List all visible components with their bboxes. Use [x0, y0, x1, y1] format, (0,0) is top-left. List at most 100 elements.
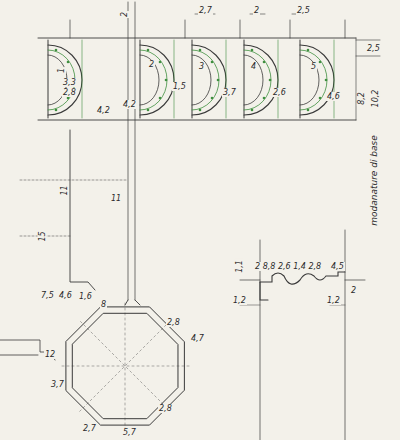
dimension-label: 11	[110, 194, 122, 203]
dimension-label: 4,7	[190, 334, 205, 343]
sketch-stroke	[70, 130, 95, 290]
sketch-stroke	[67, 61, 70, 64]
dimension-label: 1,1	[235, 259, 244, 274]
dimension-label: 3,3	[62, 78, 77, 87]
sketch-stroke	[240, 230, 365, 440]
dimension-label: 5	[310, 62, 317, 71]
dimension-label: 4	[250, 62, 257, 71]
dimension-label: 2,5	[366, 44, 381, 53]
sketch-stroke	[38, 38, 356, 120]
dimension-label: 4,6	[58, 291, 73, 300]
sketch-stroke	[174, 40, 175, 118]
sketch-stroke	[140, 40, 141, 118]
dimension-label: 15	[38, 230, 47, 242]
sketch-stroke	[159, 97, 162, 100]
dimension-label: 2,7	[198, 6, 213, 15]
sketch-stroke	[307, 109, 310, 112]
sketch-stroke	[48, 40, 49, 118]
profile-frame	[38, 2, 380, 300]
dimension-label: 3	[198, 62, 205, 71]
dimension-label: 2	[120, 11, 129, 18]
dimension-label: 2	[253, 6, 260, 15]
sketch-stroke	[192, 45, 226, 115]
sketch-stroke	[80, 321, 171, 412]
dimension-label: 2,5	[296, 6, 311, 15]
sketch-stroke	[165, 79, 168, 82]
dimension-label: 2,8	[62, 88, 77, 97]
sketch-stroke	[199, 49, 202, 52]
dimension-label: 1	[57, 67, 66, 74]
dimension-label: 2,8	[166, 318, 181, 327]
sketch-stroke	[251, 49, 254, 52]
dimension-label: 3,7	[222, 88, 237, 97]
dimension-label: 2,7	[82, 424, 97, 433]
sketch-stroke	[20, 180, 128, 236]
dimension-label: 4,2	[122, 100, 137, 109]
sketch-stroke	[319, 97, 322, 100]
sketch-stroke	[192, 55, 211, 105]
sketch-stroke	[82, 40, 83, 118]
sketch-stroke	[244, 40, 245, 118]
sketch-stroke	[125, 300, 140, 305]
dimension-label: 3,7	[50, 380, 65, 389]
sketch-stroke	[70, 2, 345, 300]
sketch-stroke	[244, 55, 263, 105]
dimension-label: 8,2	[357, 91, 366, 106]
dimension-label: 2 8,8 2,6 1,4 2,8	[254, 262, 322, 271]
sketch-stroke	[140, 45, 174, 115]
dimension-label: 5,7	[122, 428, 137, 437]
sketch-stroke	[300, 50, 327, 110]
base-molding-detail	[240, 230, 365, 440]
sketch-stroke	[67, 97, 70, 100]
sketch-stroke	[260, 282, 268, 300]
sketch-stroke	[251, 109, 254, 112]
dimension-label: 7,5	[40, 291, 55, 300]
sketch-stroke	[140, 50, 167, 110]
dimension-label: 4,5	[330, 262, 345, 271]
dimension-label: 1,6	[78, 292, 93, 301]
dimension-label: 1,2	[232, 296, 247, 305]
sketch-stroke	[147, 49, 150, 52]
dimension-label: 2,8	[158, 404, 173, 413]
sketch-stroke	[263, 97, 266, 100]
sketch-stroke	[195, 14, 380, 56]
sketch-stroke	[55, 49, 58, 52]
plan-lines	[0, 130, 140, 360]
dimension-label: 11	[60, 184, 69, 196]
sketch-stroke	[192, 40, 193, 118]
sketch-stroke	[125, 302, 126, 430]
dimension-label: 2,6	[272, 88, 287, 97]
dimension-label: 1,5	[172, 82, 187, 91]
sketch-stroke	[55, 109, 58, 112]
sketch-stroke	[263, 61, 266, 64]
dimension-label: 4,2	[96, 106, 111, 115]
sketch-stroke	[356, 38, 357, 120]
sketch-stroke	[300, 40, 301, 118]
octagon-plan	[61, 302, 189, 430]
sketch-stroke	[244, 50, 271, 110]
sketch-stroke	[244, 45, 278, 115]
sketch-stroke	[300, 55, 319, 105]
sketch-stroke	[61, 366, 189, 367]
base-profiles	[48, 40, 334, 118]
sketch-stroke	[278, 40, 279, 118]
sketch-stroke	[211, 61, 214, 64]
sketch-stroke	[260, 272, 345, 284]
sheet-note: modanature di base	[370, 134, 379, 227]
sketch-stroke	[269, 79, 272, 82]
sketch-stroke	[300, 45, 334, 115]
sketch-stroke	[48, 45, 82, 115]
sketch-stroke	[147, 109, 150, 112]
sketch-stroke	[159, 61, 162, 64]
sketch-stroke	[226, 40, 227, 118]
dimension-label: 4,6	[326, 92, 341, 101]
dimension-label: 8	[100, 300, 107, 309]
sketch-stroke	[319, 61, 322, 64]
sketch-stroke	[192, 50, 219, 110]
dimension-label: 2	[148, 60, 155, 69]
sketch-stroke	[325, 79, 328, 82]
sketch-stroke	[199, 109, 202, 112]
sketch-stroke	[140, 55, 159, 105]
sketch-stroke	[211, 97, 214, 100]
